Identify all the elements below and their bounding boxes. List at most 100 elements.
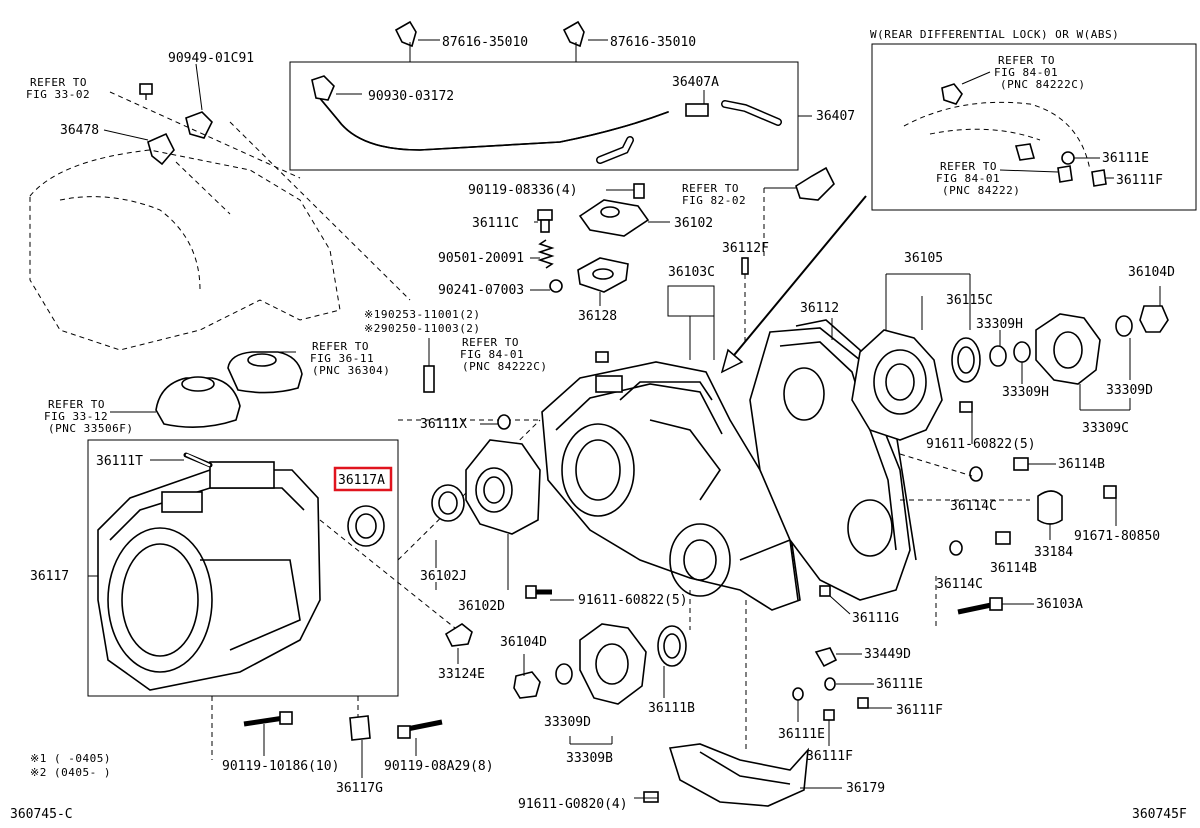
sensor-84222c xyxy=(595,351,609,363)
washer-36111e-b xyxy=(824,677,836,691)
transfer-case-center xyxy=(541,361,801,611)
inset-pointer-arrow xyxy=(729,195,867,361)
transmission-housing-outline xyxy=(29,149,341,351)
label-36112f: 36112F xyxy=(722,241,769,256)
breather-hose xyxy=(317,95,669,151)
label-91611-60822-b: 91611-60822(5) xyxy=(926,437,1036,452)
label-91611-g0820: 91611-G0820(4) xyxy=(518,797,628,812)
label-33309h-b: 33309H xyxy=(1002,385,1049,400)
washer-36114c-a xyxy=(969,466,983,482)
label-87616-a: 87616-35010 xyxy=(442,35,528,50)
plug-36111c xyxy=(537,209,553,233)
bolt-91611-60822-a xyxy=(525,585,552,599)
label-36104d-r: 36104D xyxy=(1128,265,1175,280)
label-36128: 36128 xyxy=(578,309,617,324)
bracket-36478 xyxy=(147,132,175,166)
label-36117g: 36117G xyxy=(336,781,383,796)
bolt-91611-60822-b xyxy=(959,401,973,413)
label-36102j: 36102J xyxy=(420,569,467,584)
label-36104d-l: 36104D xyxy=(500,635,547,650)
hose-clamp-a xyxy=(394,20,417,48)
label-36112: 36112 xyxy=(800,301,839,316)
label-90949: 90949-01C91 xyxy=(168,51,254,66)
pin-90253 xyxy=(423,365,435,393)
label-36117: 36117 xyxy=(30,569,69,584)
label-36103c: 36103C xyxy=(668,265,715,280)
label-33309h-a: 33309H xyxy=(976,317,1023,332)
bolt-36114b-b xyxy=(995,531,1011,545)
leader-lines xyxy=(88,63,1161,799)
label-refer-33-02: REFER TO xyxy=(30,76,87,89)
inset-label-36111f: 36111F xyxy=(1116,173,1163,188)
figure-code-left: 360745-C xyxy=(10,807,73,822)
extension-housing-36117 xyxy=(97,461,321,691)
cover-33506f xyxy=(155,377,241,428)
label-36407: 36407 xyxy=(816,109,855,124)
label-36102d: 36102D xyxy=(458,599,505,614)
label-33309b: 33309B xyxy=(566,751,613,766)
figure-code-right: 360745F xyxy=(1132,807,1187,822)
gasket-36112 xyxy=(795,319,917,561)
label-refer-33-12: REFER TO xyxy=(48,398,105,411)
part-36103c-box xyxy=(667,285,715,317)
washer-33309d-r xyxy=(1115,315,1133,337)
inset-title: W(REAR DIFFERENTIAL LOCK) OR W(ABS) xyxy=(870,28,1119,41)
hose-group-box xyxy=(289,61,799,171)
label-36114b-b: 36114B xyxy=(990,561,1037,576)
inset-washer-36111e xyxy=(1061,151,1075,165)
label-refer-82-02: REFER TO xyxy=(682,182,739,195)
inset-sensor-a xyxy=(941,83,963,105)
washer-33309h-a xyxy=(989,345,1007,367)
inset-sensor-c xyxy=(1057,165,1073,183)
label-90119-08336: 90119-08336(4) xyxy=(468,183,578,198)
label-33124e: 33124E xyxy=(438,667,485,682)
label-36111x: 36111X xyxy=(420,417,467,432)
label-note-90253: ※190253-11001(2) xyxy=(364,308,481,321)
part-labels: REFER TO FIG 33-02 90949-01C91 87616-350… xyxy=(10,28,1187,822)
inset-sensor-b xyxy=(1014,143,1036,161)
inset-refer-2-pnc: (PNC 84222) xyxy=(942,184,1020,197)
label-87616-b: 87616-35010 xyxy=(610,35,696,50)
label-36111e-b: 36111E xyxy=(778,727,825,742)
bolt-91671 xyxy=(1103,485,1117,499)
label-36103a: 36103A xyxy=(1036,597,1083,612)
pin-36111f-a xyxy=(857,697,869,709)
pin-36112f xyxy=(741,257,749,275)
label-36114b-a: 36114B xyxy=(1058,457,1105,472)
oil-seal-36117a xyxy=(347,505,385,547)
cover-36304 xyxy=(227,351,303,394)
label-36114c-b: 36114C xyxy=(936,577,983,592)
note-1: ※1 ( -0405) xyxy=(30,752,111,765)
pin-36111f-b xyxy=(823,709,835,721)
label-36111e-a: 36111E xyxy=(876,677,923,692)
label-91611-60822-a: 91611-60822(5) xyxy=(578,593,688,608)
label-90119-10186: 90119-10186(10) xyxy=(222,759,339,774)
gasket-36128 xyxy=(577,257,629,293)
label-90119-08a29: 90119-08A29(8) xyxy=(384,759,494,774)
hose-clip-36407a xyxy=(685,103,709,117)
dowel-36111x xyxy=(497,414,511,430)
label-36111f-a: 36111F xyxy=(896,703,943,718)
oil-seal-36102j xyxy=(431,484,465,522)
label-33309d-l: 33309D xyxy=(544,715,591,730)
label-36117a[interactable]: 36117A xyxy=(338,473,385,488)
flange-33309c xyxy=(1035,313,1101,385)
bolt-91611-g0820 xyxy=(643,791,659,803)
rear-cover-36105 xyxy=(851,329,943,441)
connector-90949 xyxy=(185,111,213,139)
ball-90241 xyxy=(549,279,563,293)
inset-box xyxy=(871,43,1197,211)
bolt-36114b-a xyxy=(1013,457,1029,471)
label-33449d: 33449D xyxy=(864,647,911,662)
washer-33309h-b xyxy=(1013,341,1031,363)
label-36102: 36102 xyxy=(674,216,713,231)
label-33184: 33184 xyxy=(1034,545,1073,560)
label-refer-36-11-fig: FIG 36-11 xyxy=(310,352,374,365)
label-refer-84-01-pnc: (PNC 84222C) xyxy=(462,360,547,373)
label-36114c-a: 36114C xyxy=(950,499,997,514)
plug-36117g xyxy=(349,715,371,741)
case-36117-group-box xyxy=(87,439,399,697)
breather-plug xyxy=(311,75,335,101)
label-36111g: 36111G xyxy=(852,611,899,626)
